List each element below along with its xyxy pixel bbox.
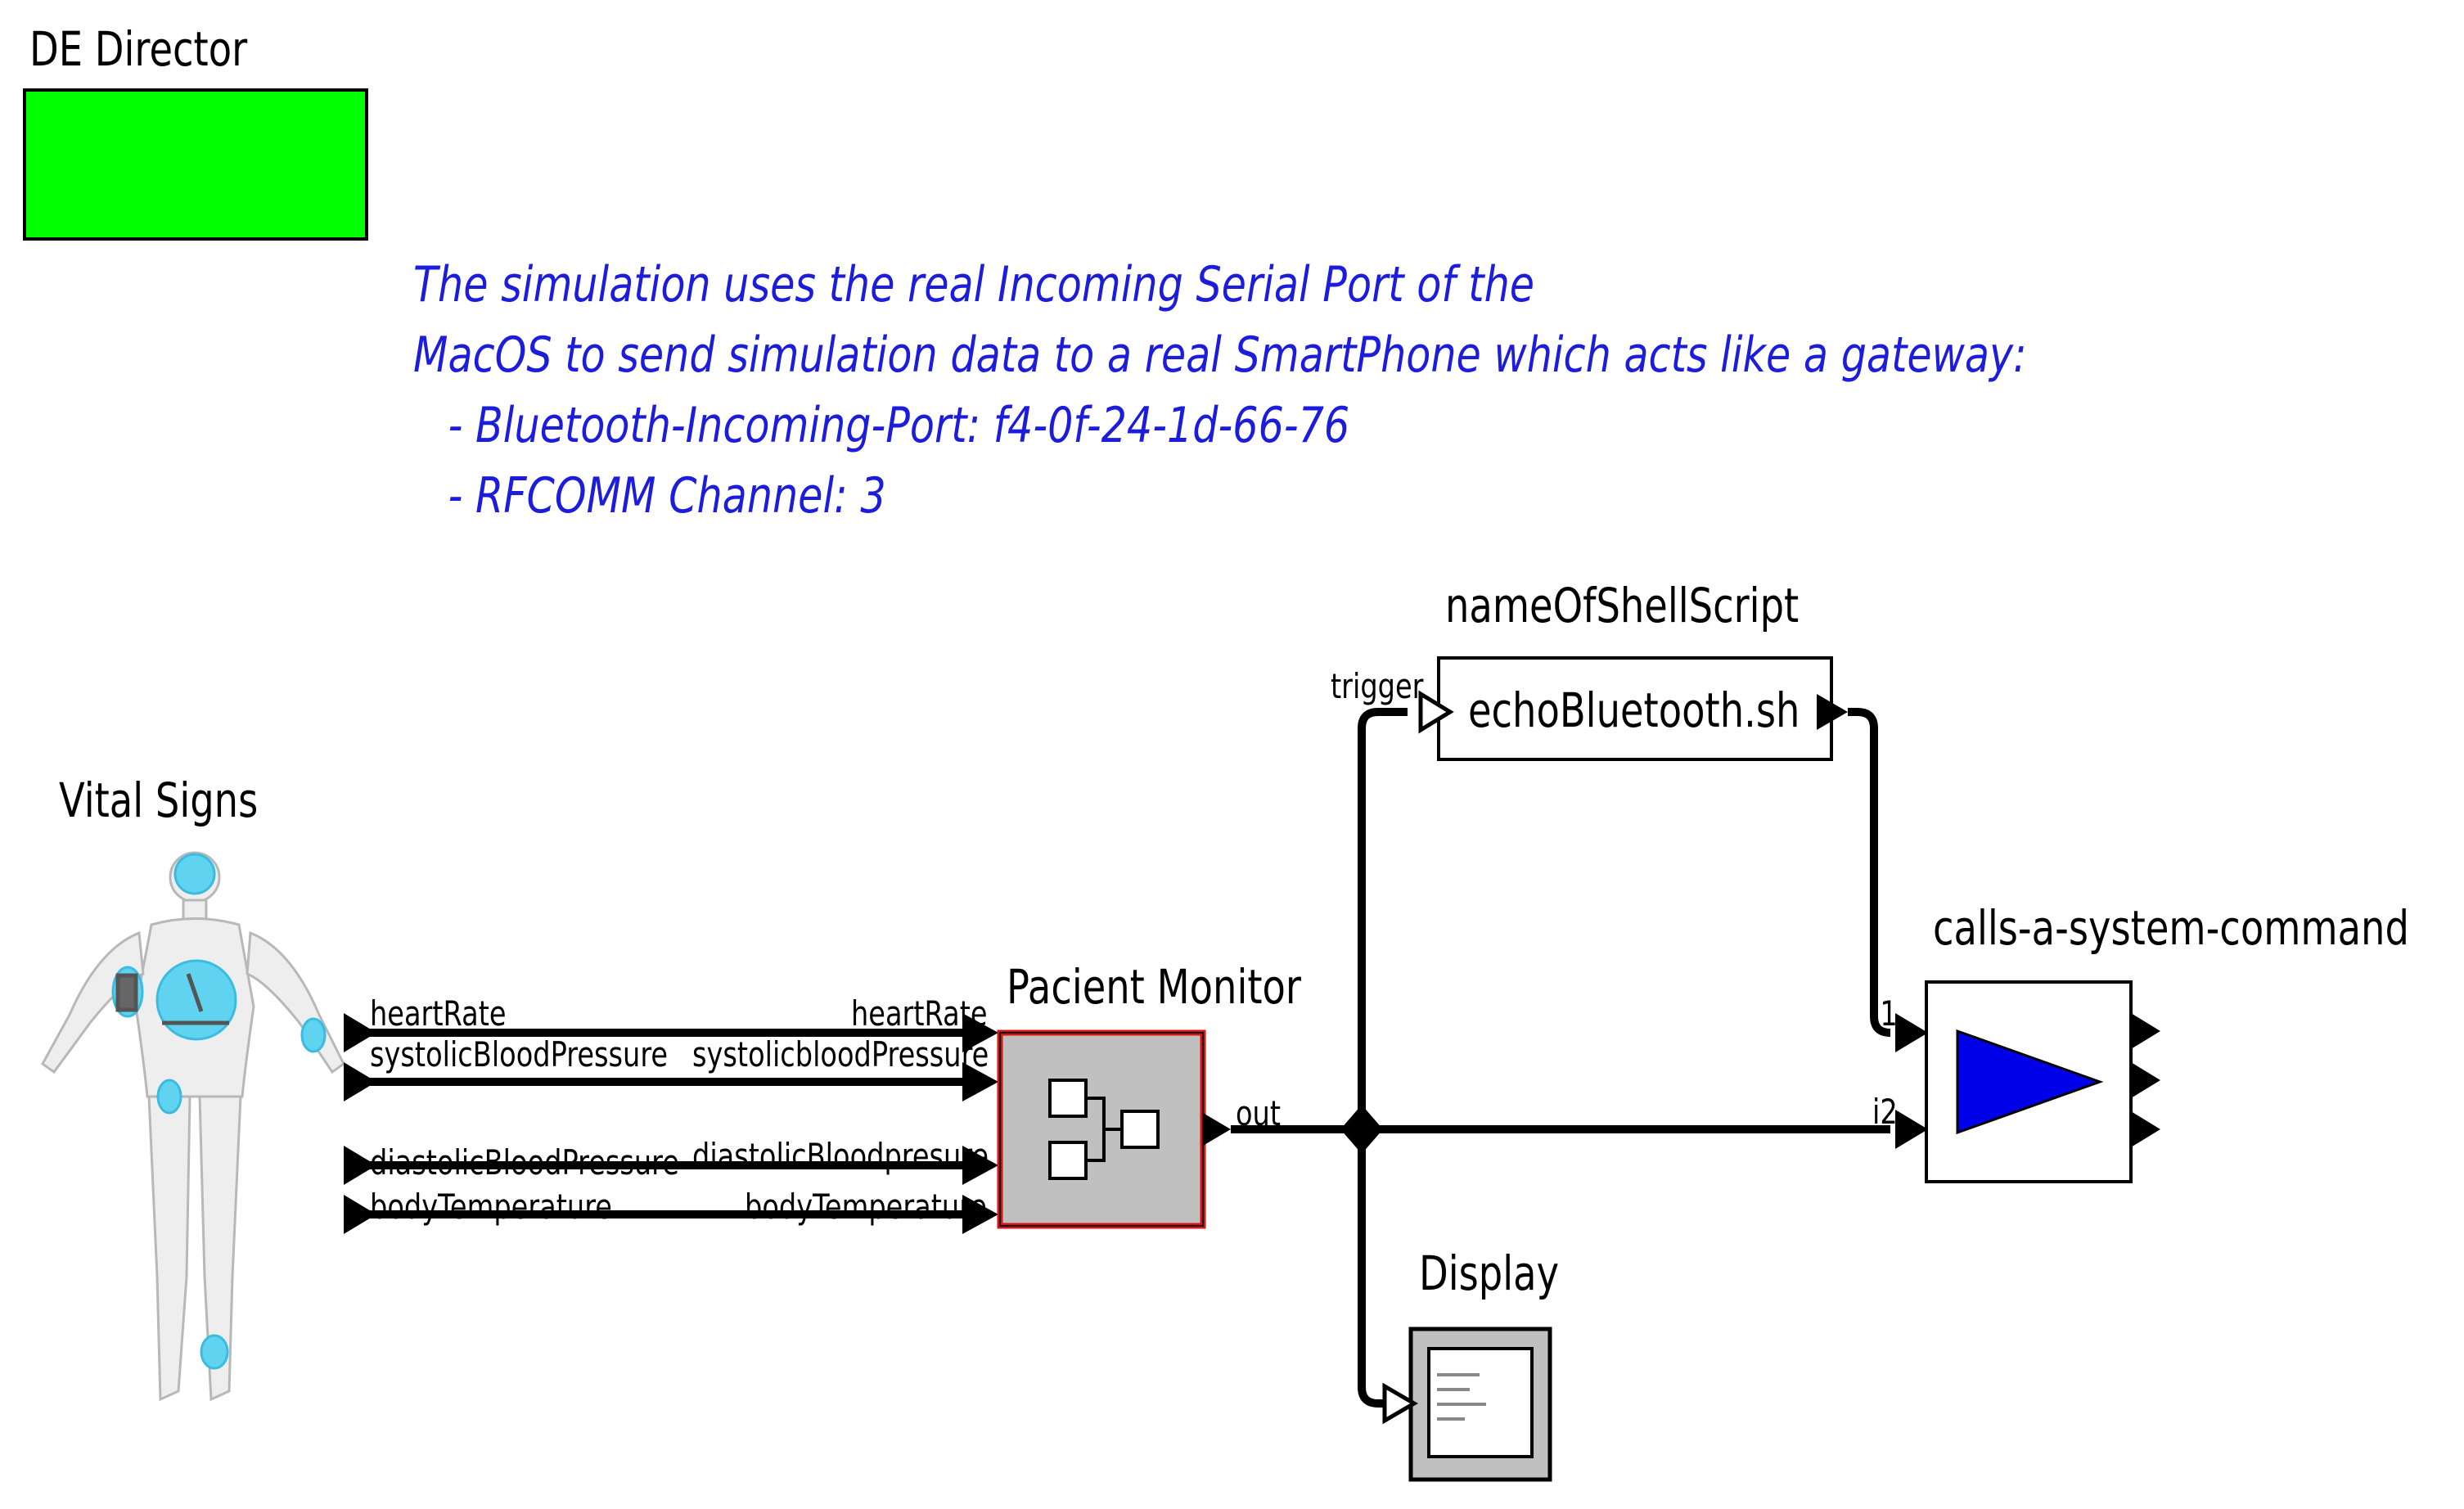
monitor-input-port-heart-rate[interactable] <box>962 1013 998 1052</box>
vital-signs-title: Vital Signs <box>59 773 259 828</box>
monitor-out-port[interactable] <box>1203 1113 1231 1146</box>
trigger-port-label: trigger <box>1331 666 1424 706</box>
vital-port-systolic: systolicBloodPressure <box>370 1034 669 1074</box>
system-command-output-ports[interactable] <box>2131 1013 2160 1147</box>
monitor-port-heart-rate: heartRate <box>851 993 988 1034</box>
i2-port[interactable] <box>1895 1110 1928 1149</box>
vital-port-heart-rate: heartRate <box>370 993 507 1034</box>
vital-port-diastolic: diastolicBloodPressure <box>370 1142 679 1182</box>
monitor-input-port-systolic[interactable] <box>962 1062 998 1101</box>
i2-port-label: i2 <box>1872 1092 1898 1132</box>
composite-actor-icon <box>1048 1079 1160 1180</box>
annotation-line-2: MacOS to send simulation data to a real … <box>413 327 2027 384</box>
system-command-triangle-icon <box>1956 1029 2104 1135</box>
annotation-text: The simulation uses the real Incoming Se… <box>413 250 2027 531</box>
display-icon <box>1437 1373 1486 1421</box>
monitor-port-diastolic: diastolicBloodpresure <box>692 1136 989 1176</box>
pacient-monitor-box[interactable] <box>997 1029 1206 1229</box>
vital-port-body-temperature: bodyTemperature <box>370 1187 612 1227</box>
pacient-monitor-title: Pacient Monitor <box>1007 959 1302 1015</box>
vital-output-port-body-temperature[interactable] <box>344 1195 376 1234</box>
monitor-port-body-temperature: bodyTemperature <box>745 1187 987 1227</box>
director-box[interactable] <box>23 88 368 241</box>
director-label: DE Director <box>29 21 248 77</box>
monitor-port-systolic: systolicbloodPressure <box>692 1034 989 1074</box>
annotation-line-1: The simulation uses the real Incoming Se… <box>413 256 1535 313</box>
monitor-input-port-body-temperature[interactable] <box>962 1195 998 1234</box>
shell-script-label: echoBluetooth.sh <box>1468 682 1800 738</box>
shell-script-title: nameOfShellScript <box>1445 578 1800 633</box>
shell-output-port[interactable] <box>1817 694 1848 730</box>
trigger-port[interactable] <box>1418 690 1454 734</box>
vital-output-port-heart-rate[interactable] <box>344 1013 376 1052</box>
display-input-port[interactable] <box>1382 1382 1418 1425</box>
monitor-input-port-diastolic[interactable] <box>962 1146 998 1185</box>
system-command-title: calls-a-system-command <box>1933 900 2409 956</box>
i1-port[interactable] <box>1895 1013 1928 1052</box>
monitor-out-label: out <box>1236 1093 1282 1133</box>
vital-output-port-systolic[interactable] <box>344 1062 376 1101</box>
connection-lines <box>1231 708 1891 1408</box>
i1-port-label: i1 <box>1872 993 1898 1034</box>
vital-sign-connections <box>344 1013 998 1234</box>
display-title: Display <box>1419 1245 1560 1301</box>
annotation-line-4: - RFCOMM Channel: 3 <box>448 467 886 525</box>
vital-output-port-diastolic[interactable] <box>344 1146 376 1185</box>
body-figure-icon[interactable] <box>41 851 345 1402</box>
annotation-line-3: - Bluetooth-Incoming-Port: f4-0f-24-1d-6… <box>448 397 1350 454</box>
relation-diamond <box>1340 1105 1383 1154</box>
